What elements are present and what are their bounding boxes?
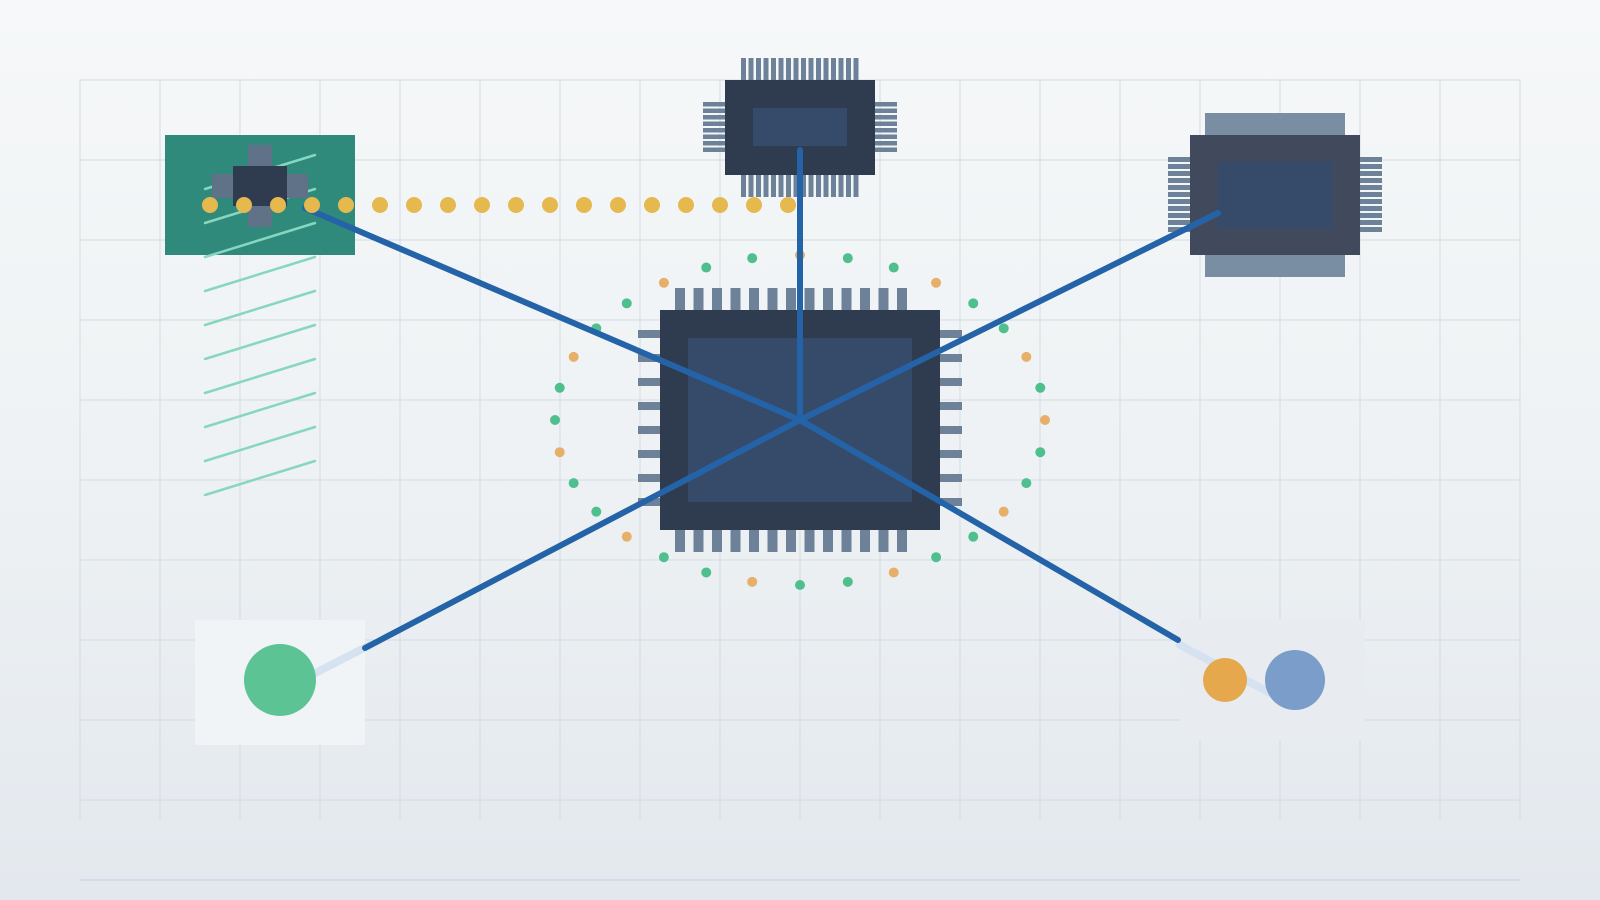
trace-bottom-left (362, 417, 803, 651)
circuit-board-icon (165, 135, 355, 497)
signal-traces (302, 147, 1221, 651)
green-led-icon (244, 644, 316, 716)
ic-package-icon (1168, 113, 1382, 277)
trace-top-right (797, 210, 1221, 423)
dotted-bus (202, 197, 796, 213)
trace-top-left (302, 205, 803, 423)
orange-led-icon (1203, 658, 1247, 702)
trace-bottom-right (797, 417, 1181, 643)
signal-ring (550, 250, 1050, 590)
blue-led-icon (1265, 650, 1325, 710)
